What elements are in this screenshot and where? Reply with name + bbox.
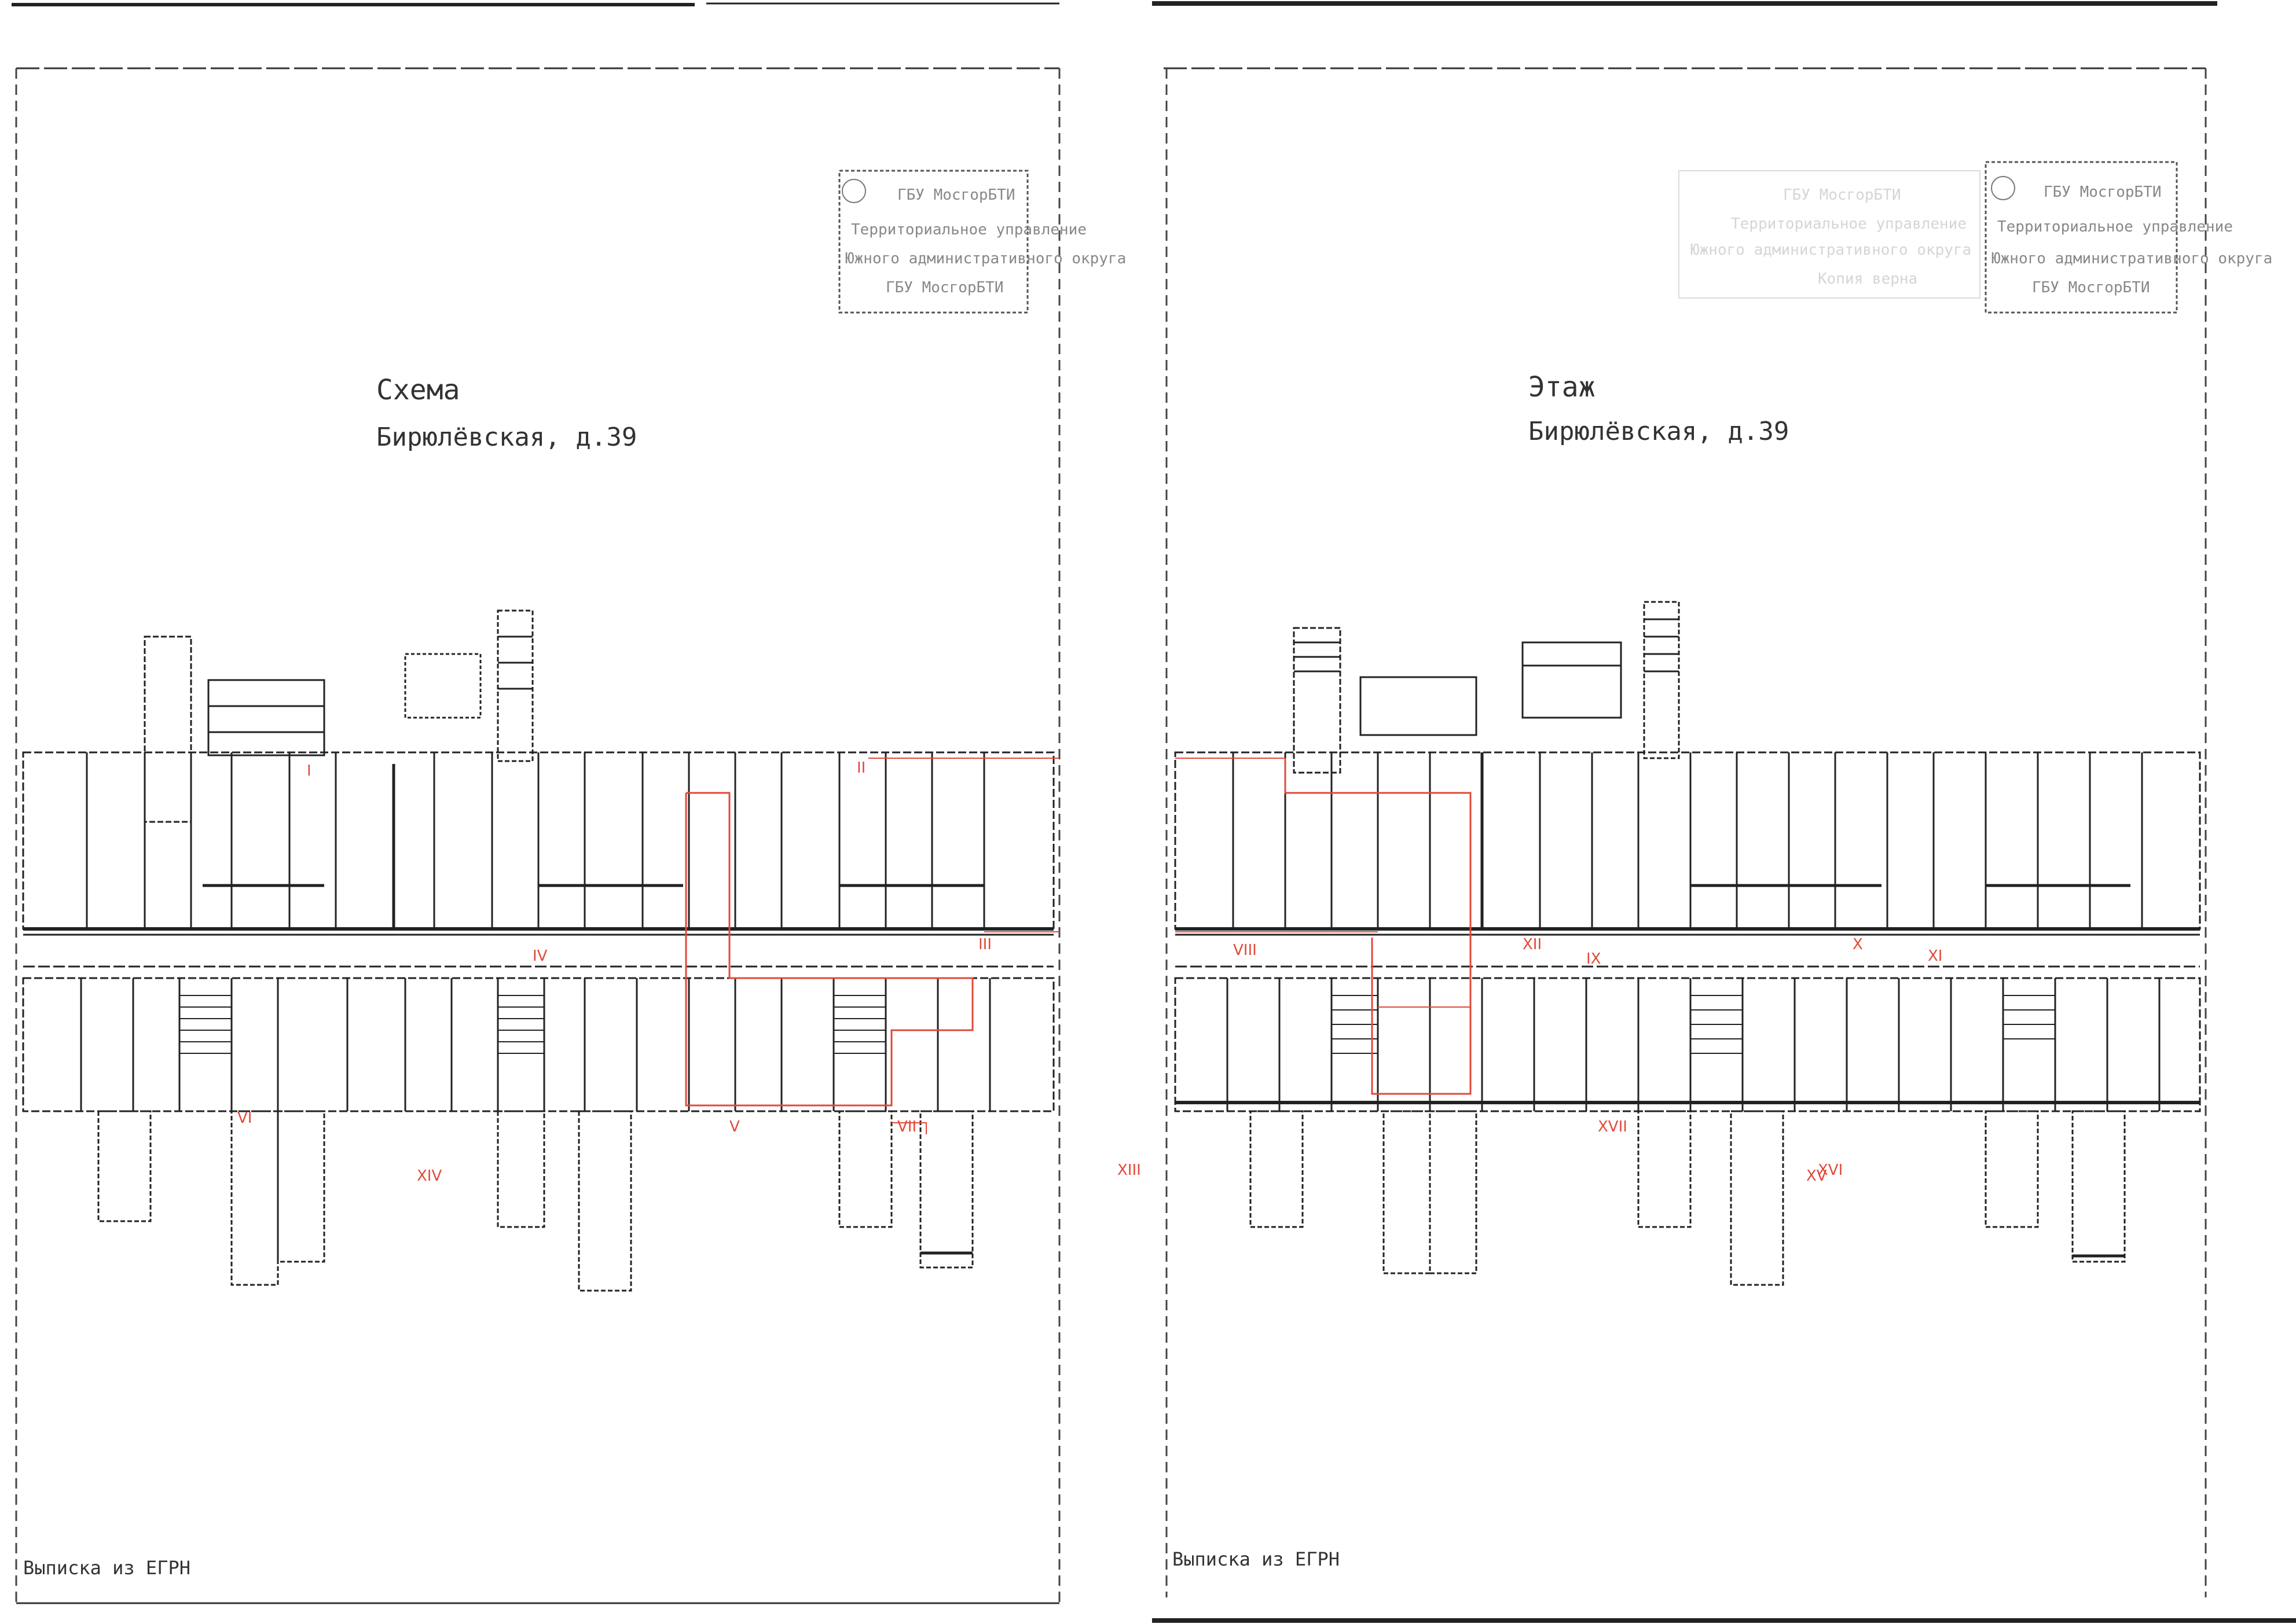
room-label: XI — [1928, 947, 1942, 965]
right-stamp-line-1: ГБУ МосгорБТИ — [2044, 183, 2162, 201]
room-label: XIV — [417, 1167, 442, 1185]
room-label: XVI — [1818, 1162, 1843, 1179]
left-stamp-line-3: Южного административного округа — [845, 250, 1126, 267]
right-stamp: ГБУ МосгорБТИ Территориальное управление… — [1985, 161, 2272, 314]
left-stamp-line-4: ГБУ МосгорБТИ — [886, 279, 1004, 296]
right-title-line-2: Бирюлёвская, д.39 — [1528, 417, 1789, 446]
right-stamp-line-2: Территориальное управление — [1997, 218, 2233, 236]
right-stamp-line-4: ГБУ МосгорБТИ — [2032, 279, 2150, 296]
left-stamp: ГБУ МосгорБТИ Территориальное управление… — [838, 170, 1126, 314]
right-page: ГБУ МосгорБТИ Территориальное управление… — [1152, 1, 2296, 1623]
left-room-labels: I II III IV V VI VII XIV XIII — [237, 759, 1141, 1185]
room-label: IV — [533, 947, 548, 965]
right-footer: Выписка из ЕГРН — [1172, 1548, 1340, 1570]
left-title-line-2: Бирюлёвская, д.39 — [376, 422, 637, 452]
right-faded-stamp: ГБУ МосгорБТИ Территориальное управление… — [1678, 170, 1980, 299]
room-label: V — [729, 1118, 740, 1136]
room-label: VII — [897, 1118, 916, 1136]
room-label: II — [857, 759, 865, 777]
right-title-line-1: Этаж — [1528, 371, 1596, 403]
left-floor-plan — [22, 609, 1055, 1292]
left-stamp-line-2: Территориальное управление — [851, 221, 1087, 238]
room-label: XV — [1806, 1167, 1827, 1185]
room-label: VI — [237, 1109, 252, 1127]
room-label: I — [307, 762, 311, 780]
faded-stamp-line-1: ГБУ МосгорБТИ — [1783, 186, 1901, 204]
left-title-line-1: Схема — [376, 374, 460, 406]
room-label: XIII — [1117, 1162, 1141, 1179]
left-stamp-line-1: ГБУ МосгорБТИ — [897, 186, 1015, 204]
room-label: III — [978, 936, 992, 953]
right-floor-plan — [1174, 601, 2201, 1286]
right-room-labels: XV XVI XVII VIII IX X XI XII — [1233, 936, 1942, 1185]
room-label: XVII — [1598, 1118, 1627, 1136]
right-red-outline — [1175, 758, 1472, 1095]
room-label: IX — [1586, 950, 1601, 968]
left-footer: Выписка из ЕГРН — [23, 1557, 190, 1579]
faded-stamp-line-2: Территориальное управление — [1731, 215, 1967, 233]
left-red-outline — [685, 758, 1059, 1134]
faded-stamp-line-3: Южного административного округа — [1690, 241, 1971, 259]
right-stamp-line-3: Южного административного округа — [1991, 250, 2272, 267]
room-label: VIII — [1233, 942, 1257, 959]
left-page: ГБУ МосгорБТИ Территориальное управление… — [12, 2, 1141, 1604]
room-label: XII — [1523, 936, 1542, 953]
faded-stamp-line-4: Копия верна — [1818, 270, 1917, 288]
room-label: X — [1853, 936, 1863, 953]
